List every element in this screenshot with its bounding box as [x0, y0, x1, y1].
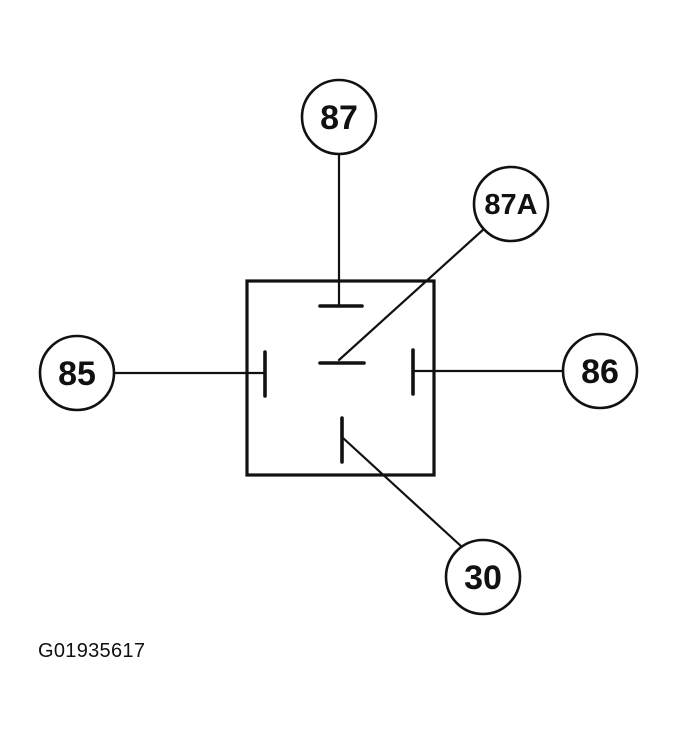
terminal-86-label: 86 — [581, 353, 619, 391]
lead-87a — [337, 226, 487, 362]
figure-code: G01935617 — [38, 640, 146, 662]
terminal-30-circle — [444, 538, 522, 616]
terminal-30: 30 — [444, 538, 522, 616]
terminal-85-circle — [38, 334, 116, 412]
terminal-87a: 87A — [472, 165, 550, 243]
terminal-30-label: 30 — [464, 559, 502, 597]
terminal-87a-label: 87A — [484, 189, 537, 221]
terminal-86: 86 — [561, 332, 639, 410]
terminal-87-circle — [300, 78, 378, 156]
terminal-87a-circle — [472, 165, 550, 243]
terminal-85: 85 — [38, 334, 116, 412]
terminal-87-label: 87 — [320, 99, 358, 137]
terminal-86-circle — [561, 332, 639, 410]
terminal-87: 87 — [300, 78, 378, 156]
lead-30 — [341, 436, 464, 549]
terminal-85-label: 85 — [58, 355, 96, 393]
